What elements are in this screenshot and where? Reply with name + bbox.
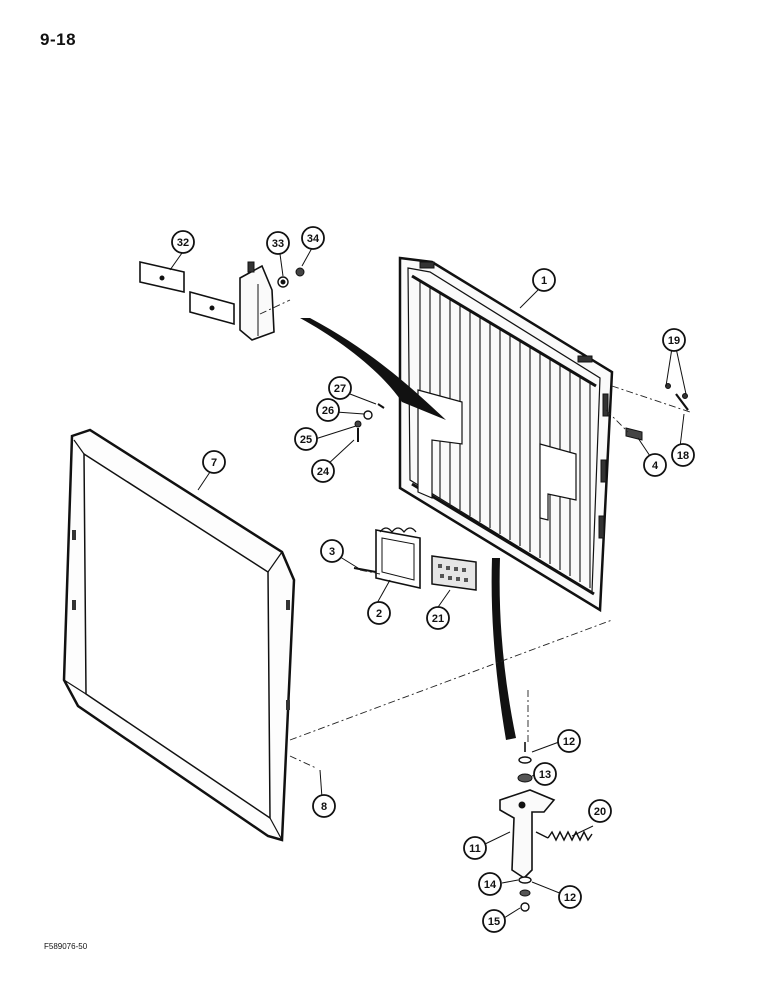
callout-19: 19 [662,328,686,352]
latch-bracket [239,261,275,341]
callout-label: 14 [484,879,497,891]
callout-label: 19 [668,335,680,347]
fastener-3 [353,567,377,573]
callout-circle [558,885,582,909]
pin-18-19 [665,383,689,411]
callout-circle [662,328,686,352]
callout-label: 32 [177,237,189,249]
callout-circle [367,601,391,625]
callout-circle [463,836,487,860]
radiator-screen [398,256,614,613]
callout-circle [312,794,336,818]
callout-circle [643,453,667,477]
callout-circle [482,909,506,933]
callout-27: 27 [328,376,352,400]
callout-3: 3 [320,539,344,563]
callout-12: 12 [558,885,582,909]
callout-label: 11 [469,843,481,855]
callout-label: 13 [539,769,551,781]
clamp-bracket [375,527,421,590]
callout-circle [294,427,318,451]
callout-1: 1 [532,268,556,292]
callout-circle [320,539,344,563]
callout-18: 18 [671,443,695,467]
callout-33: 33 [266,231,290,255]
callout-21: 21 [426,606,450,630]
callout-circle [588,799,612,823]
callout-label: 15 [488,916,500,928]
callout-24: 24 [311,459,335,483]
callout-label: 25 [300,434,312,446]
alignment-lines [259,299,691,769]
clip-4 [625,427,643,441]
callout-13: 13 [533,762,557,786]
callout-label: 3 [329,546,335,558]
washer-nut-33-34 [277,267,305,288]
callout-circle [266,231,290,255]
callout-circle [426,606,450,630]
assembly-arrows [300,318,516,740]
figure-code: F589076-50 [44,942,88,951]
callout-circle [301,226,325,250]
callout-circle [311,459,335,483]
callout-15: 15 [482,909,506,933]
callout-26: 26 [316,398,340,422]
callout-label: 1 [541,275,547,287]
rubber-pad-21 [431,555,477,591]
callout-label: 27 [334,383,346,395]
callout-label: 21 [432,613,444,625]
callout-12: 12 [557,729,581,753]
callout-circle [202,450,226,474]
callout-circle [557,729,581,753]
callout-11: 11 [463,836,487,860]
radiator-frame [62,428,296,842]
spring-20 [535,830,593,842]
screen-slats [419,282,591,588]
callout-circle [671,443,695,467]
callout-8: 8 [312,794,336,818]
callout-circle [316,398,340,422]
handle-plates [139,260,235,326]
callout-label: 26 [322,405,334,417]
callout-label: 12 [563,736,575,748]
callout-label: 7 [211,457,217,469]
callout-4: 4 [643,453,667,477]
callout-circle [533,762,557,786]
callout-label: 12 [564,892,576,904]
callout-14: 14 [478,872,502,896]
washers-12-15 [517,742,533,912]
bolt-washer-24-27 [354,403,385,442]
callout-label: 8 [321,801,327,813]
callout-7: 7 [202,450,226,474]
callout-label: 24 [317,466,330,478]
callout-label: 34 [307,233,320,245]
callout-circle [478,872,502,896]
page-number: 9-18 [40,30,77,49]
callout-circle [532,268,556,292]
callout-circle [328,376,352,400]
callout-label: 20 [594,806,606,818]
callout-label: 4 [652,460,659,472]
hinge-bracket [499,789,556,880]
callout-20: 20 [588,799,612,823]
callout-label: 18 [677,450,689,462]
callout-circle [171,230,195,254]
callout-label: 2 [376,608,382,620]
callout-25: 25 [294,427,318,451]
callout-2: 2 [367,601,391,625]
callout-label: 33 [272,238,284,250]
callout-34: 34 [301,226,325,250]
callout-32: 32 [171,230,195,254]
